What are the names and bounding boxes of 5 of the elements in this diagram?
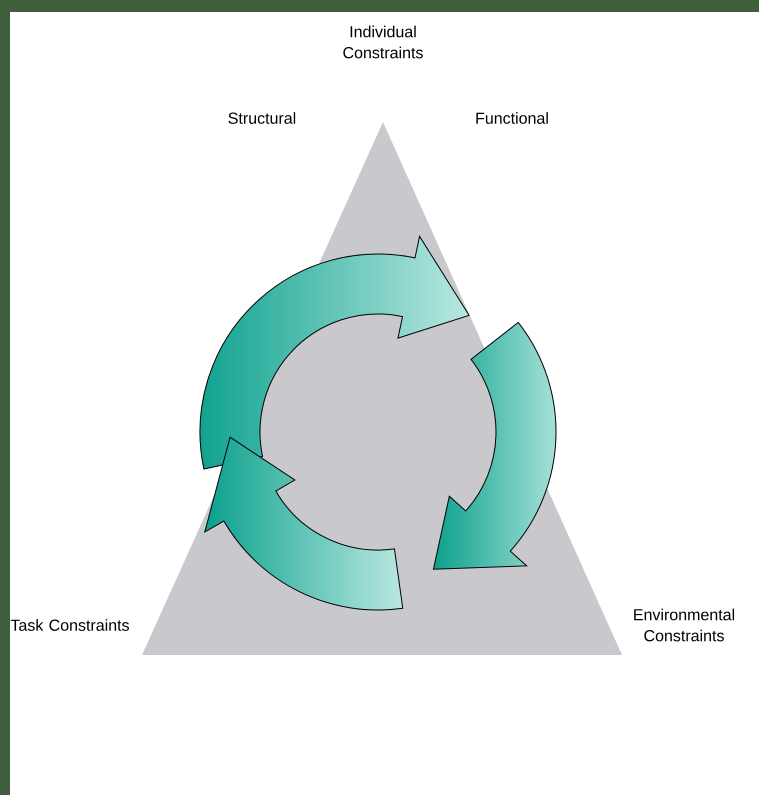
side-label: Structural: [228, 112, 296, 124]
corner-label: Task Constraints: [10, 619, 129, 631]
side-label: Functional: [476, 112, 548, 124]
corner-label: Environmental Constraints: [634, 608, 734, 642]
corner-label: Individual Constraints: [343, 26, 423, 58]
